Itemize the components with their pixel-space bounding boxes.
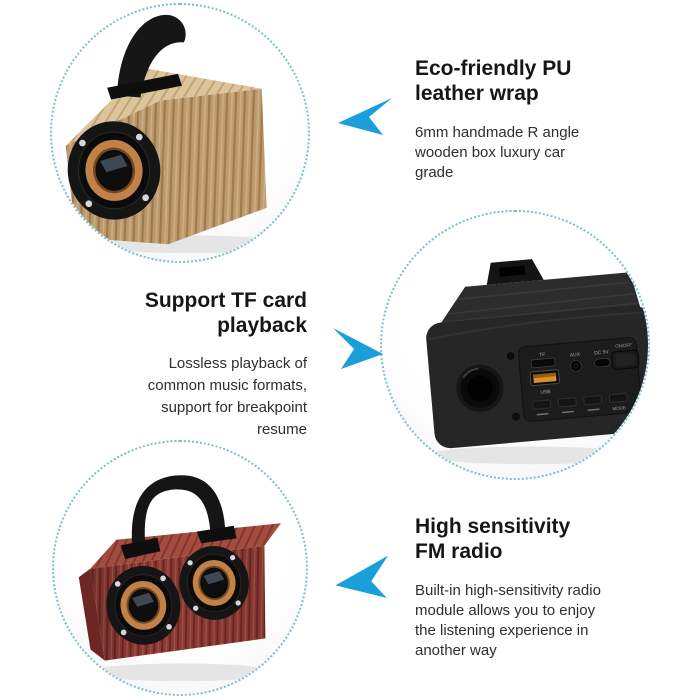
panel-button [557,397,577,408]
arrow-left-icon [338,98,392,135]
carry-handle [116,14,186,98]
feature-text-tf-card: Support TF card playback Lossless playba… [15,288,307,441]
mode-label: MODE [612,405,626,411]
speaker-side-face [78,568,105,661]
usb-label: USB [540,389,551,396]
wood-speaker-illustration [52,14,289,254]
handle-mount [120,537,161,560]
speaker-side-face [160,88,267,245]
dc-label: DC 5V [594,349,610,356]
panel-button [532,399,552,410]
panel-button [583,395,603,406]
tf-card-slot [530,357,556,369]
feature-text-fm-radio: High sensitivity FM radio Built-in high-… [415,514,697,661]
dc-5v-port [594,358,611,368]
shadow [87,663,277,682]
feature-description: 6mm handmade R angle wooden box luxury c… [415,124,580,181]
carry-handle [131,475,226,549]
aux-label: AUX [570,352,581,359]
red-speaker-illustration [78,475,282,682]
arrow-left-icon [335,555,389,598]
feature-description: Built-in high-sensitivity radio module a… [415,582,601,659]
feature-heading: Eco-friendly PU leather wrap [415,57,572,105]
mode-button [608,392,628,403]
handle-mount [107,73,182,100]
panel-screw [506,351,515,360]
photo-wood-speaker [50,3,310,263]
shadow [425,446,639,465]
photo-speaker-rear-panel: TF USB AUX DC 5V ON/OFF [380,210,650,480]
feature-description: Lossless playback of common music format… [147,355,307,438]
photo-red-wood-speaker [52,440,308,696]
panel-screw [512,412,521,421]
feature-heading: High sensitivity FM radio [415,515,571,563]
rear-panel-illustration: TF USB AUX DC 5V ON/OFF [425,259,648,465]
feature-heading: Support TF card playback [144,289,307,337]
handle-mount [196,525,237,544]
feature-text-eco-leather: Eco-friendly PU leather wrap 6mm handmad… [415,56,690,183]
tf-label: TF [539,352,546,359]
speaker-top-face [65,68,262,146]
arrow-right-icon [333,328,383,369]
power-label: ON/OFF [615,342,632,348]
